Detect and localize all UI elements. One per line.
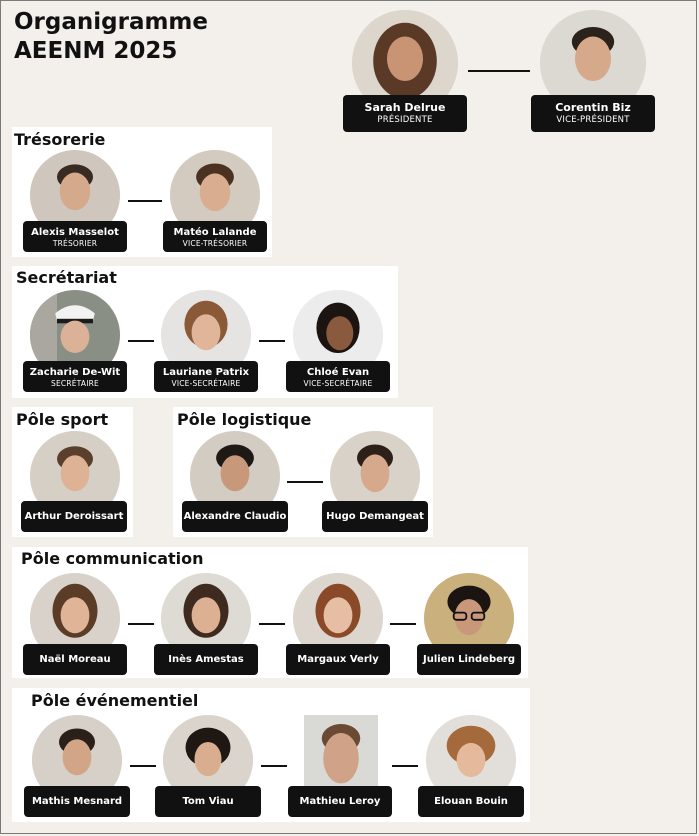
label-ines-amestas: Inès Amestas: [154, 644, 258, 675]
section-communication: Pôle communication Naël Moreau Inès Ames…: [12, 547, 528, 678]
label-mateo-lalande: Matéo Lalande VICE-TRÉSORIER: [163, 221, 267, 252]
connector: [128, 200, 162, 202]
label-elouan-bouin: Elouan Bouin: [418, 786, 524, 817]
section-logistique: Pôle logistique Alexandre Claudio Hugo D…: [173, 407, 433, 537]
section-title: Pôle logistique: [177, 410, 312, 429]
label-zacharie-de-wit: Zacharie De-Wit SECRÉTAIRE: [23, 361, 127, 392]
section-title: Secrétariat: [16, 268, 117, 287]
label-corentin-biz: Corentin Biz VICE-PRÉSIDENT: [531, 95, 655, 132]
label-tom-viau: Tom Viau: [155, 786, 261, 817]
label-alexandre-claudio: Alexandre Claudio: [182, 501, 288, 532]
connector: [392, 765, 418, 767]
connector: [128, 340, 154, 342]
label-alexis-masselot: Alexis Masselot TRÉSORIER: [23, 221, 127, 252]
section-title: Pôle communication: [21, 549, 204, 568]
label-julien-lindeberg: Julien Lindeberg: [417, 644, 521, 675]
connector: [259, 340, 285, 342]
title-line-1: Organigramme: [14, 9, 208, 35]
connector: [130, 765, 156, 767]
section-title: Pôle sport: [16, 410, 109, 429]
section-evenementiel: Pôle événementiel Mathis Mesnard Tom Via…: [12, 688, 530, 822]
connector: [259, 623, 285, 625]
section-title: Trésorerie: [14, 130, 106, 149]
section-tresorerie: Trésorerie Alexis Masselot TRÉSORIER Mat…: [12, 127, 272, 257]
connector: [261, 765, 287, 767]
label-margaux-verly: Margaux Verly: [286, 644, 390, 675]
label-hugo-demangeat: Hugo Demangeat: [322, 501, 428, 532]
section-title: Pôle événementiel: [31, 691, 199, 710]
label-mathieu-leroy: Mathieu Leroy: [288, 786, 392, 817]
label-mathis-mesnard: Mathis Mesnard: [24, 786, 130, 817]
label-nael-moreau: Naël Moreau: [23, 644, 127, 675]
section-secretariat: Secrétariat Zacharie De-Wit SECRÉTAIRE L…: [12, 266, 398, 398]
label-chloe-evan: Chloé Evan VICE-SECRÉTAIRE: [286, 361, 390, 392]
connector: [390, 623, 416, 625]
section-sport: Pôle sport Arthur Deroissart: [12, 407, 133, 537]
title-line-2: AEENM 2025: [14, 38, 178, 64]
connector: [128, 623, 154, 625]
label-arthur-deroissart: Arthur Deroissart: [21, 501, 127, 532]
connector: [287, 481, 323, 483]
page-title: Organigramme AEENM 2025: [14, 8, 208, 66]
label-lauriane-patrix: Lauriane Patrix VICE-SECRÉTAIRE: [154, 361, 258, 392]
connector: [468, 70, 530, 72]
label-sarah-delrue: Sarah Delrue PRÉSIDENTE: [343, 95, 467, 132]
